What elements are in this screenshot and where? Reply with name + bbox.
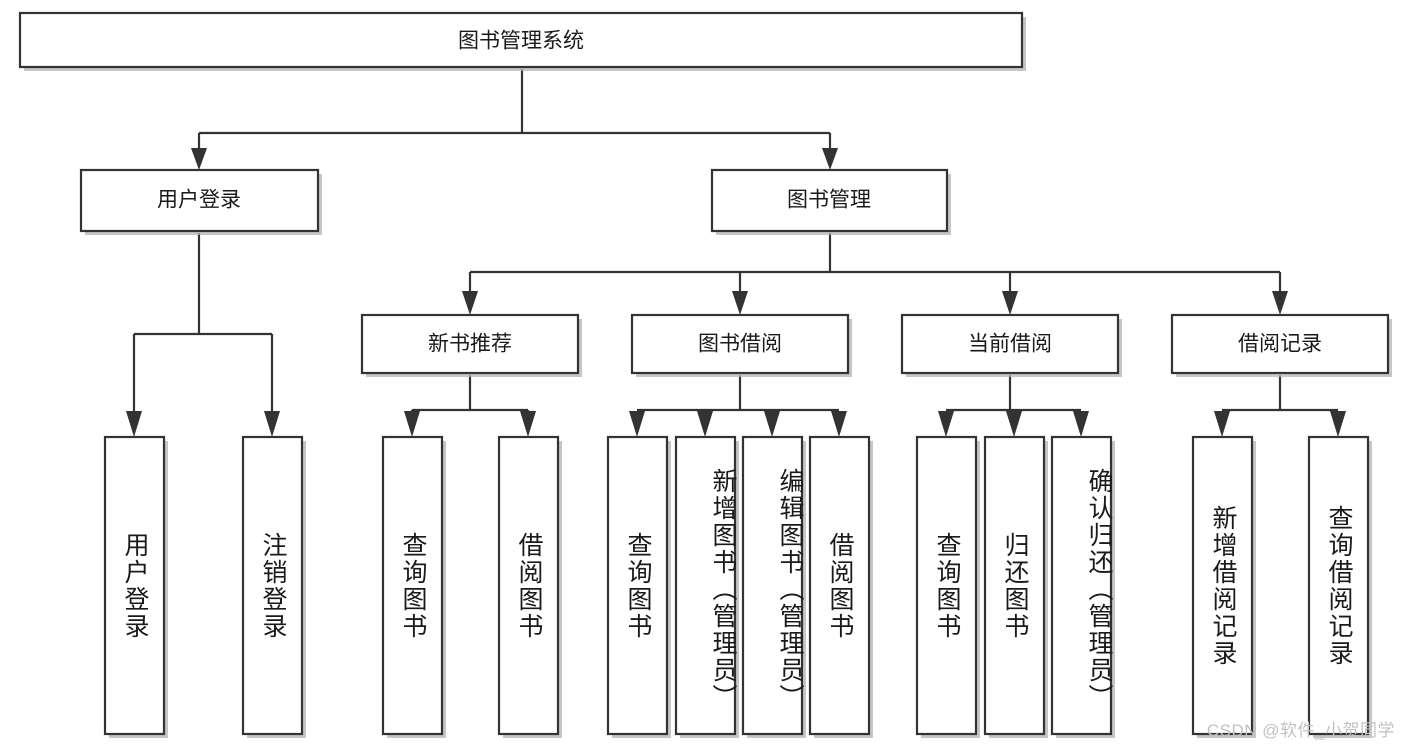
arrow-record-leaf1 xyxy=(1214,411,1230,437)
node-leaf-user-login[interactable] xyxy=(103,435,166,736)
node-leaf-logout[interactable] xyxy=(241,435,304,736)
arrow-borrow-leaf4 xyxy=(831,411,847,437)
node-leaf-current-query-book[interactable] xyxy=(915,435,978,736)
arrow-current-leaf3 xyxy=(1073,411,1089,437)
node-layer: 图书管理系统 用户登录 图书管理 新书推荐 图书借阅 当前借阅 借阅记录 xyxy=(18,11,1392,738)
node-leaf-borrow-borrow-book[interactable] xyxy=(808,435,871,736)
arrow-borrow-leaf2 xyxy=(697,411,713,437)
node-level2-new-book-recommend[interactable] xyxy=(360,313,580,375)
arrow-current-leaf2 xyxy=(1006,411,1022,437)
root-node-label: 图书管理系统 xyxy=(458,30,584,53)
arrow-bookmgmt-c2 xyxy=(732,291,748,315)
node-level2-current-borrow[interactable] xyxy=(900,313,1120,375)
node-leaf-recommend-query-book[interactable] xyxy=(381,435,444,736)
node-leaf-record-query[interactable] xyxy=(1307,435,1370,736)
node-leaf-recommend-borrow-book[interactable] xyxy=(497,435,560,736)
level2-label-borrow-record: 借阅记录 xyxy=(1238,333,1322,356)
arrow-bookmgmt-c3 xyxy=(1002,291,1018,315)
level1-label-user-login: 用户登录 xyxy=(157,189,241,212)
arrow-bookmgmt-c1 xyxy=(462,291,478,315)
arrow-userlogin-leaf1 xyxy=(126,411,142,437)
arrow-borrow-leaf1 xyxy=(629,411,645,437)
arrow-bookmgmt-c4 xyxy=(1272,291,1288,315)
node-leaf-borrow-edit-book-admin[interactable] xyxy=(741,435,804,736)
connector-layer xyxy=(126,69,1346,437)
csdn-watermark: CSDN @软件_小贺同学 xyxy=(1206,721,1395,740)
node-leaf-current-return-book[interactable] xyxy=(983,435,1046,736)
node-leaf-borrow-add-book-admin[interactable] xyxy=(674,435,737,736)
node-leaf-borrow-query-book[interactable] xyxy=(606,435,669,736)
node-level1-book-management[interactable] xyxy=(710,168,949,233)
arrow-record-leaf2 xyxy=(1330,411,1346,437)
node-leaf-current-confirm-return-admin[interactable] xyxy=(1050,435,1113,736)
arrow-root-to-userlogin xyxy=(191,148,207,170)
level2-label-new-book-recommend: 新书推荐 xyxy=(428,333,512,356)
arrow-current-leaf1 xyxy=(938,411,954,437)
arrow-root-to-bookmgmt xyxy=(822,148,838,170)
node-root-book-management-system[interactable] xyxy=(18,11,1024,69)
level2-label-current-borrow: 当前借阅 xyxy=(968,333,1052,356)
arrow-borrow-leaf3 xyxy=(764,411,780,437)
node-level2-borrow-record[interactable] xyxy=(1170,313,1390,375)
node-level2-book-borrow[interactable] xyxy=(630,313,850,375)
node-level1-user-login[interactable] xyxy=(79,168,320,233)
arrow-recommend-leaf1 xyxy=(404,411,420,437)
arrow-recommend-leaf2 xyxy=(520,411,536,437)
node-leaf-record-add[interactable] xyxy=(1191,435,1254,736)
level1-label-book-management: 图书管理 xyxy=(787,189,871,212)
arrow-userlogin-leaf2 xyxy=(264,411,280,437)
level2-label-book-borrow: 图书借阅 xyxy=(698,333,782,356)
